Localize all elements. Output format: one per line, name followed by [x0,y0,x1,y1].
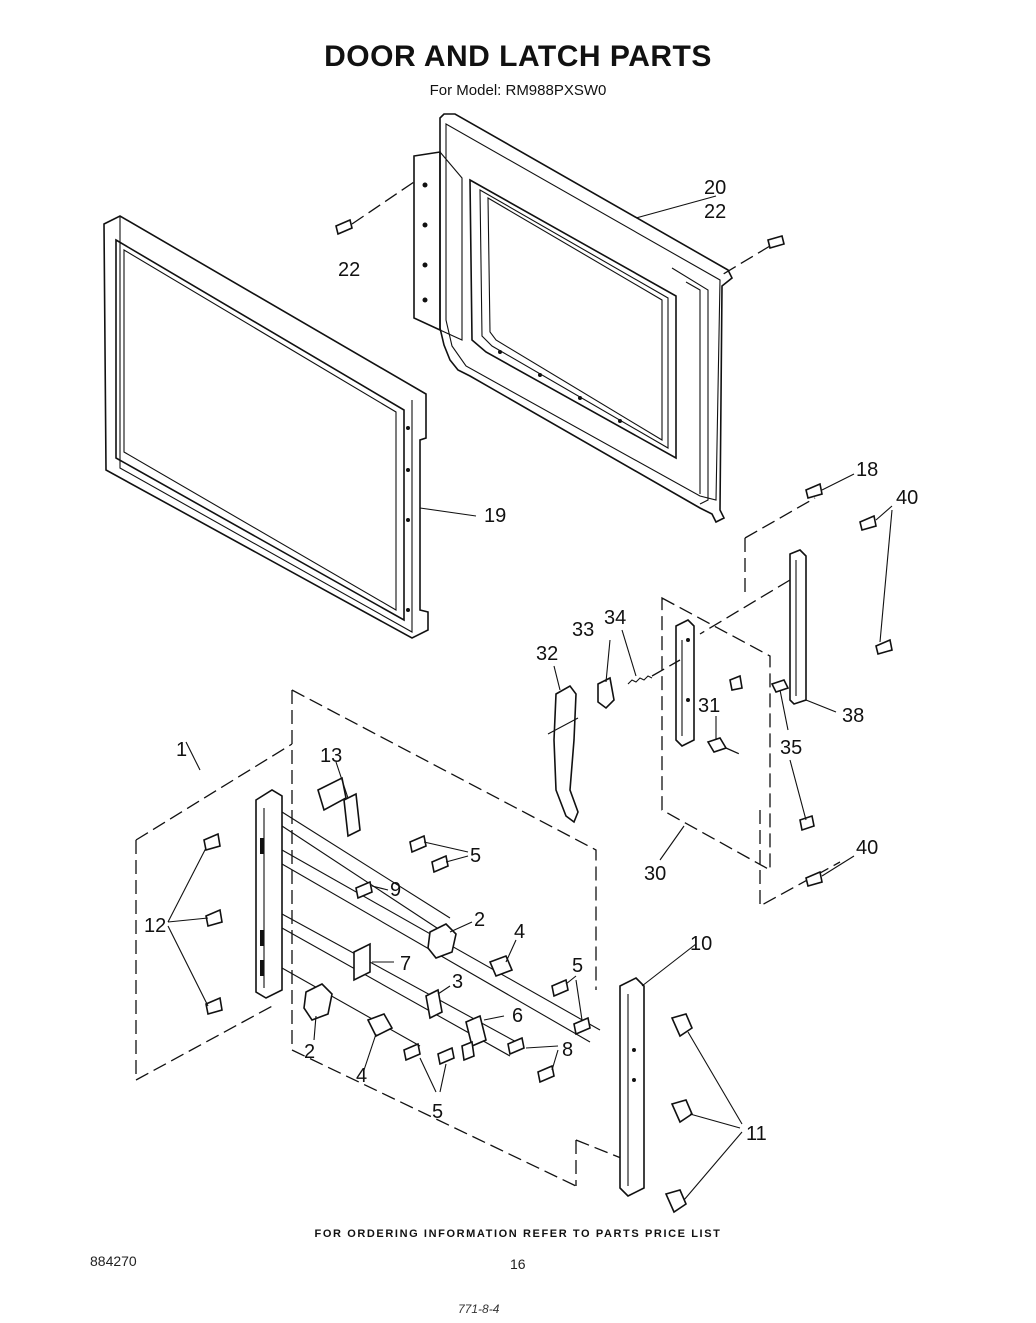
callout-18: 18 [856,459,878,481]
spring-part-31 [706,737,745,757]
callout-6: 6 [512,1005,523,1027]
screw-part-18 [805,482,823,499]
callout-4-bottom: 4 [356,1065,367,1087]
callout-3: 3 [452,971,463,993]
screw-part-40 [805,514,893,887]
strike-bar-part-10 [619,977,645,1197]
callout-40-top: 40 [896,487,918,509]
callout-8: 8 [562,1039,573,1061]
screw-part-22-right [719,235,785,277]
ordering-note: FOR ORDERING INFORMATION REFER TO PARTS … [314,1228,722,1240]
latch-lever-part-32 [547,684,579,824]
callout-20: 20 [704,177,726,199]
callout-1: 1 [176,739,187,761]
document-number: 884270 [90,1253,137,1269]
callout-2-top: 2 [474,909,485,931]
callout-38: 38 [842,705,864,727]
callout-11: 11 [746,1123,767,1145]
handwritten-mark: 771-8-4 [458,1302,500,1316]
latch-part-6 [461,1014,487,1062]
callout-5-mid: 5 [572,955,583,977]
mounting-plate-part-1 [135,689,627,1187]
callout-22-left: 22 [338,259,360,281]
leader-lines [167,195,893,1201]
screw-part-35 [729,674,815,832]
callout-7: 7 [400,953,411,975]
screws-part-5 [403,834,591,1066]
latch-cam-part-33 [597,676,615,710]
callout-labels: 20 22 22 19 18 40 34 33 32 31 35 38 30 4… [144,177,918,1145]
callout-35: 35 [780,737,802,759]
callout-19: 19 [484,505,506,527]
switch-bracket-part-13 [317,776,361,838]
screw-part-9 [355,880,373,900]
screws-part-12 [203,832,223,1016]
latch-frame-part-30 [661,596,771,872]
callout-4-top: 4 [514,921,525,943]
callout-34: 34 [604,607,626,629]
latch-part-3 [425,988,443,1020]
switch-part-7 [353,942,371,982]
model-subtitle: For Model: RM988PXSW0 [429,82,607,99]
callout-22-right: 22 [704,201,726,223]
callout-12: 12 [144,915,166,937]
callout-40-bottom: 40 [856,837,878,859]
callout-13: 13 [320,745,342,767]
door-frame-part-20 [413,113,734,524]
callout-2-bottom: 2 [304,1041,315,1063]
callout-33: 33 [572,619,594,641]
bracket-part-18-frame [744,497,841,908]
callout-5-top: 5 [470,845,481,867]
screw-part-22-left [335,181,415,236]
plugs-part-11 [664,1013,693,1214]
callout-9: 9 [390,879,401,901]
callout-30: 30 [644,863,666,885]
cam-part-2 [303,923,457,1021]
page-number: 16 [510,1256,526,1272]
callout-10: 10 [690,933,712,955]
callout-31: 31 [698,695,720,717]
callout-5-bottom: 5 [432,1101,443,1123]
page-title: DOOR AND LATCH PARTS [324,40,712,73]
callout-32: 32 [536,643,558,665]
screws-part-8 [507,1036,555,1084]
door-panel-part-19 [103,215,429,639]
spring-part-34 [627,659,681,685]
